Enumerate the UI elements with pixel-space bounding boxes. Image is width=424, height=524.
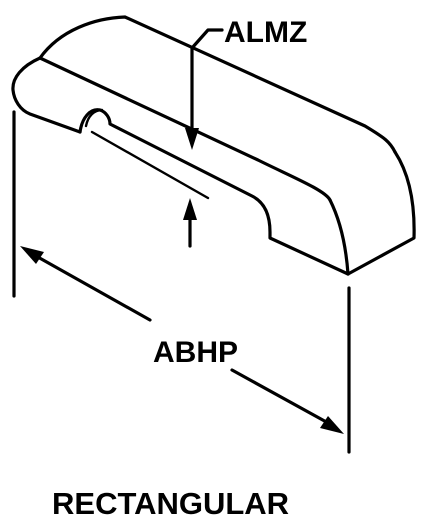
part-front-lower-edge [78,108,350,276]
part-top-back-edge [38,15,397,154]
length-arrowhead-left [20,246,44,264]
shape-caption: RECTANGULAR [52,486,289,521]
length-dimension: ABHP [12,110,351,454]
length-label: ABHP [153,336,238,369]
length-dimension-line-right [230,368,332,426]
part-right-end-inner [328,198,350,276]
part-right-end [346,150,416,276]
part-cutout-curve [84,108,104,128]
thickness-arrowhead-down [185,128,199,150]
thickness-label: ALMZ [224,16,307,49]
part-top-front-edge [38,56,332,202]
length-arrowhead-right [320,416,344,434]
thickness-leader-line [190,28,224,130]
length-dimension-line-left [34,254,152,322]
part-left-end [11,56,82,134]
thickness-arrowhead-up [183,198,197,220]
thickness-dimension: ALMZ [183,16,307,248]
part-body [11,15,416,276]
part-slot-line [90,130,210,200]
